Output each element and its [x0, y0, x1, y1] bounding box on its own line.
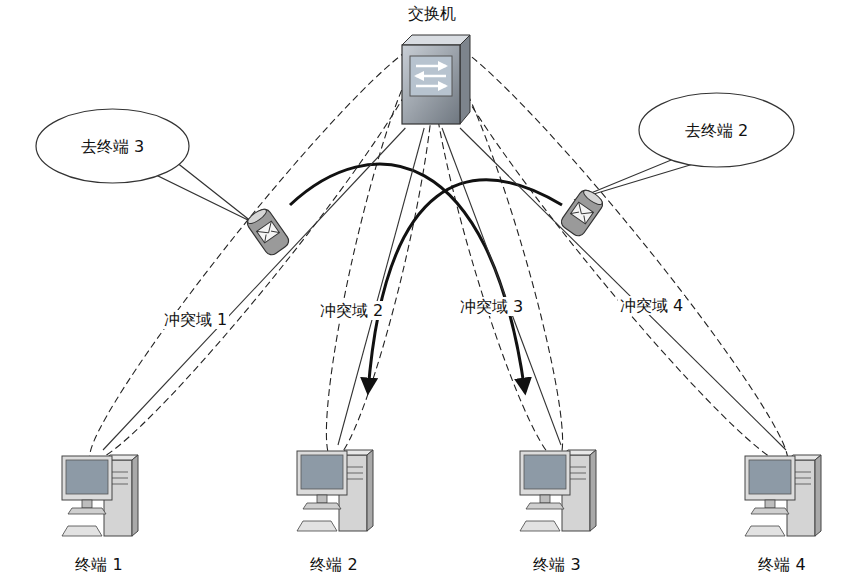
node-label: 去终端 2 — [685, 121, 748, 140]
node-label: 终端 2 — [310, 555, 357, 574]
callout-bubble: 去终端 3 — [35, 108, 190, 184]
collision-domain-label: 冲突域 4 — [618, 296, 685, 315]
link-line — [460, 128, 786, 450]
switch-icon — [402, 35, 470, 124]
node-label: 终端 3 — [533, 555, 580, 574]
collision-domain-outline — [69, 25, 808, 480]
computer-icon — [62, 450, 821, 536]
node-label: 交换机 — [408, 4, 456, 23]
terminal: 终端 2 — [289, 445, 379, 574]
collision-domain-label: 冲突域 2 — [318, 301, 385, 320]
callout-ellipse — [36, 109, 189, 183]
terminal: 终端 4 — [737, 450, 827, 574]
collision-domain-label: 冲突域 1 — [162, 310, 229, 329]
node-label: 终端 1 — [75, 555, 122, 574]
callout-bubble: 去终端 2 — [638, 92, 795, 168]
collision-domain-label: 冲突域 3 — [458, 297, 525, 316]
terminal: 终端 1 — [54, 450, 144, 574]
link-line — [338, 128, 424, 445]
callout-ellipse — [639, 93, 794, 167]
switch: 交换机 — [390, 4, 474, 128]
frame-icon — [244, 187, 606, 258]
link-line — [442, 128, 561, 445]
callout-tail — [150, 158, 700, 222]
terminal: 终端 3 — [512, 445, 602, 574]
frame-path-arrow — [290, 164, 562, 392]
node-label: 终端 4 — [758, 555, 805, 574]
node-label: 去终端 3 — [81, 137, 144, 156]
